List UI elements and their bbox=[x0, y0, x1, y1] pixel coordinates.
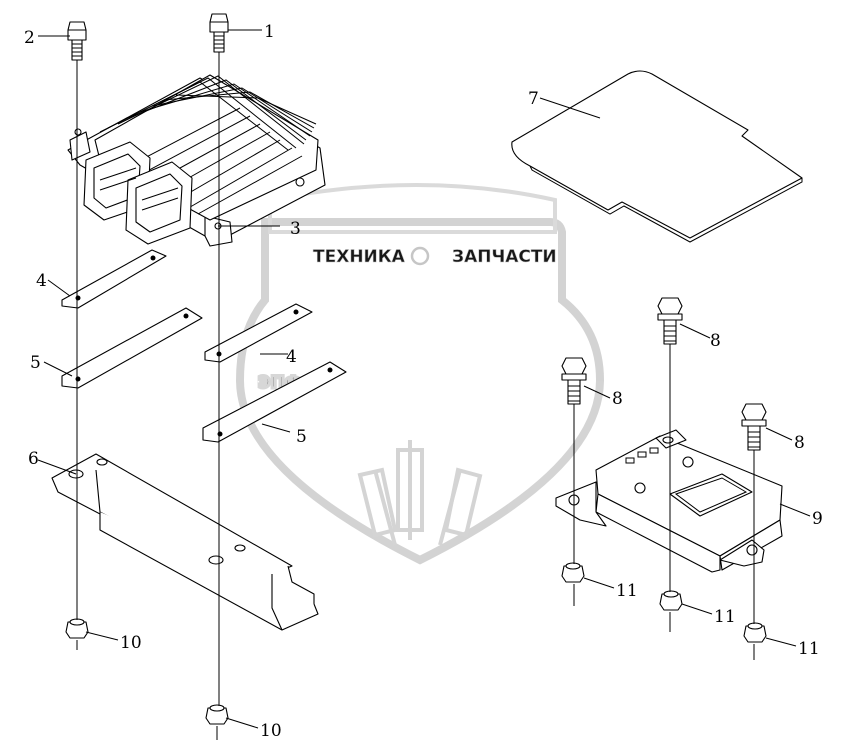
callout-10-center: 10 bbox=[260, 721, 282, 741]
module-9 bbox=[555, 429, 783, 573]
bolt-1 bbox=[209, 13, 229, 53]
nut-11-left bbox=[561, 562, 585, 583]
nut-10-center bbox=[205, 704, 229, 725]
callout-6: 6 bbox=[28, 449, 39, 469]
nut-10-left bbox=[65, 618, 89, 639]
ecu-module bbox=[67, 74, 326, 247]
bolt-8-right bbox=[741, 403, 767, 451]
watermark-shield bbox=[235, 218, 605, 565]
callout-4-center: 4 bbox=[286, 347, 297, 367]
callout-9: 9 bbox=[812, 509, 823, 529]
callout-8-top: 8 bbox=[710, 331, 721, 351]
callout-10-left: 10 bbox=[120, 633, 142, 653]
callout-11-center: 11 bbox=[714, 607, 736, 627]
bolt-2 bbox=[67, 21, 87, 61]
bolt-8-middle bbox=[561, 357, 587, 405]
callout-5-left: 5 bbox=[30, 353, 41, 373]
wheat-icon bbox=[357, 440, 483, 546]
plate-5-left bbox=[61, 307, 203, 389]
watermark: ТЕХНИКА ЗАПЧАСТИ ЭПФ bbox=[235, 183, 605, 565]
watermark-brand-left: ТЕХНИКА bbox=[313, 247, 406, 267]
callout-11-left: 11 bbox=[616, 581, 638, 601]
nut-11-right bbox=[743, 622, 767, 643]
bolt-8-top bbox=[657, 297, 683, 345]
gear-icon bbox=[410, 246, 430, 266]
callout-7: 7 bbox=[528, 89, 539, 109]
bracket-6 bbox=[51, 453, 319, 631]
callout-labels: 1 2 3 4 4 5 5 6 7 8 8 8 9 10 10 11 11 11 bbox=[24, 22, 823, 741]
callout-4-left: 4 bbox=[36, 271, 47, 291]
plate-4-left bbox=[61, 249, 167, 309]
leader-lines bbox=[37, 29, 811, 729]
callout-5-center: 5 bbox=[296, 427, 307, 447]
nut-11-center bbox=[659, 590, 683, 611]
callout-3: 3 bbox=[290, 219, 301, 239]
callout-8-middle: 8 bbox=[612, 389, 623, 409]
callout-11-right: 11 bbox=[798, 639, 820, 659]
watermark-brand-right: ЗАПЧАСТИ bbox=[452, 247, 557, 267]
callout-2: 2 bbox=[24, 28, 35, 48]
callout-8-right: 8 bbox=[794, 433, 805, 453]
callout-1: 1 bbox=[264, 22, 275, 42]
